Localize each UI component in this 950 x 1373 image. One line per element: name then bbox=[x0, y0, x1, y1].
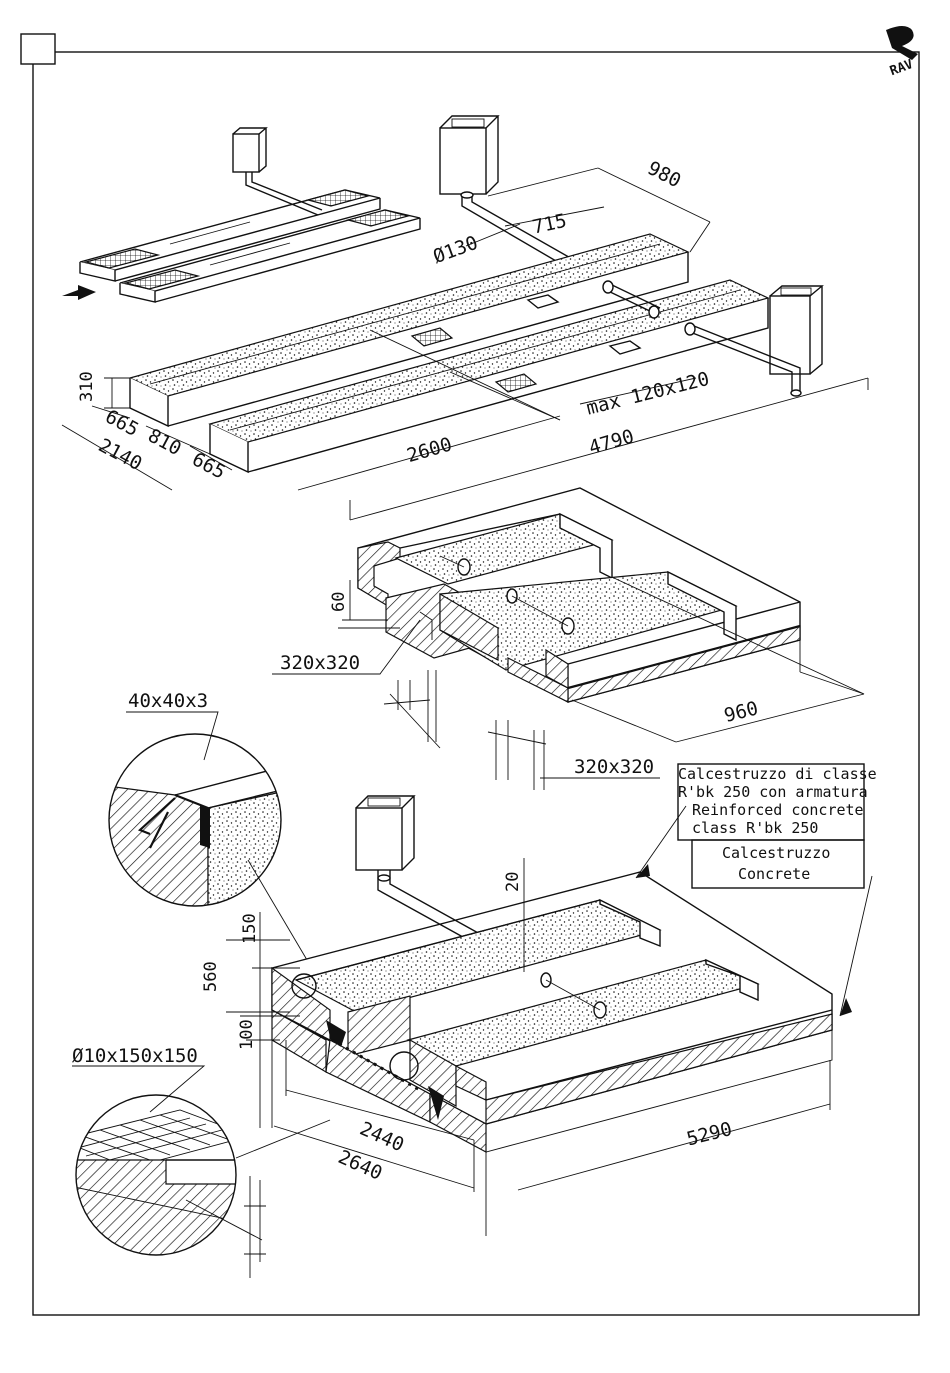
dim-height-150: 150 bbox=[240, 913, 260, 944]
legend-reinforced-en-1: Reinforced concrete bbox=[692, 801, 864, 819]
angle-size-label: 40x40x3 bbox=[128, 690, 208, 712]
dim-length-2600: 2600 bbox=[404, 433, 454, 467]
legend-reinforced-en-2: class R'bk 250 bbox=[692, 819, 818, 837]
angle-iron-detail: 40x40x3 bbox=[100, 690, 320, 982]
top-view-lift-and-pits: 980 715 Ø130 310 665 810 2140 665 2600 4… bbox=[62, 116, 868, 520]
dim-length-4790: 4790 bbox=[586, 425, 636, 459]
material-legend: Calcestruzzo di classe R'bk 250 con arma… bbox=[678, 764, 877, 888]
legend-reinforced-it-1: Calcestruzzo di classe bbox=[678, 765, 877, 783]
dim-square-right: 320x320 bbox=[574, 756, 654, 778]
dim-max-opening: max 120x120 bbox=[584, 368, 711, 420]
legend-reinforced-it-2: R'bk 250 con armatura bbox=[678, 783, 868, 801]
dim-width-810: 810 bbox=[144, 425, 185, 461]
dim-height-560: 560 bbox=[201, 961, 221, 992]
bottom-view-full-foundation: 150 560 100 20 2440 2640 5290 bbox=[201, 796, 872, 1236]
middle-view-pit-sections: 60 320x320 320x320 960 bbox=[272, 488, 864, 790]
dim-height-60: 60 bbox=[329, 592, 349, 612]
logo-text: RAV bbox=[888, 57, 915, 79]
dim-height-100: 100 bbox=[237, 1019, 257, 1050]
legend-concrete-it: Calcestruzzo bbox=[722, 844, 830, 862]
dim-715: 715 bbox=[531, 210, 569, 239]
mesh-reinforcement-detail: Ø10x150x150 bbox=[60, 1045, 330, 1278]
legend-concrete-en: Concrete bbox=[738, 865, 810, 883]
control-unit-bottom bbox=[356, 808, 402, 870]
dim-width-2640: 2640 bbox=[335, 1146, 386, 1185]
mesh-size-label: Ø10x150x150 bbox=[72, 1045, 198, 1067]
corner-box bbox=[21, 34, 55, 64]
dim-length-5290: 5290 bbox=[685, 1118, 735, 1150]
dim-width-2140: 2140 bbox=[95, 434, 146, 475]
dim-height-310: 310 bbox=[77, 371, 97, 402]
dim-square-left: 320x320 bbox=[280, 652, 360, 674]
direction-arrow-icon bbox=[62, 285, 96, 300]
dim-pipe-diameter: Ø130 bbox=[430, 232, 481, 268]
dim-height-20: 20 bbox=[503, 872, 523, 892]
dim-width-2440: 2440 bbox=[356, 1118, 407, 1157]
dim-980: 980 bbox=[644, 157, 685, 192]
dim-width-960: 960 bbox=[722, 697, 761, 727]
